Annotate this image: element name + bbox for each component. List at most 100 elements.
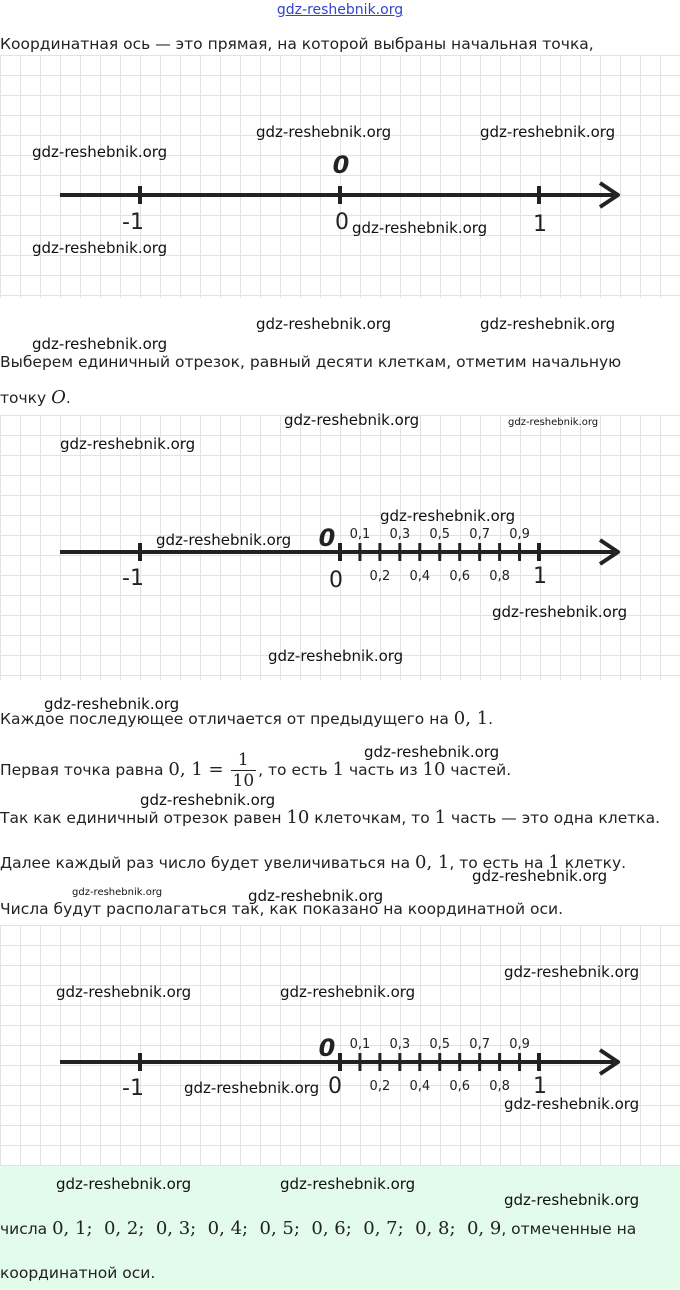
watermark: gdz-reshebnik.org bbox=[504, 1191, 640, 1209]
first-pre: Первая точка равна bbox=[0, 761, 164, 779]
further-mid: , то есть на bbox=[449, 854, 544, 872]
each-text: Каждое последующее отличается от предыду… bbox=[0, 708, 493, 730]
watermark: gdz-reshebnik.org bbox=[472, 867, 608, 885]
first-ten: 10 bbox=[422, 759, 446, 780]
watermark: gdz-reshebnik.org bbox=[32, 143, 168, 161]
axis-1-zero-label: 0 bbox=[335, 210, 349, 235]
axis-2-tenth-label: 0,7 bbox=[469, 527, 490, 542]
first-value: 0, 1 = bbox=[168, 759, 224, 780]
axis-3-tenth-label: 0,1 bbox=[350, 1037, 371, 1052]
axis-3-arrow bbox=[598, 1048, 620, 1076]
watermark: gdz-reshebnik.org bbox=[268, 647, 404, 665]
numbers-text: Числа будут располагаться так, как показ… bbox=[0, 900, 564, 918]
since-one: 1 bbox=[434, 807, 447, 828]
watermark: gdz-reshebnik.org bbox=[32, 239, 168, 257]
each-value: 0, 1 bbox=[453, 708, 489, 729]
axis-1-one-label: 1 bbox=[533, 212, 547, 237]
axis-3-tenth-label: 0,5 bbox=[429, 1037, 450, 1052]
watermark: gdz-reshebnik.org bbox=[480, 315, 616, 333]
watermark: gdz-reshebnik.org bbox=[364, 743, 500, 761]
watermark: gdz-reshebnik.org bbox=[492, 603, 628, 621]
origin-variable: O bbox=[51, 387, 66, 408]
axis-diagram-3: 0 -1 0 1 0,1 0,2 0,3 0,4 0,5 0,6 0,7 0,8 0,9 bbox=[0, 925, 680, 1166]
axis-2-one-label: 1 bbox=[533, 564, 547, 589]
axis-2-origin-label: 0 bbox=[319, 524, 336, 552]
axis-1-svg: 0 -1 0 1 bbox=[60, 151, 620, 237]
axis-3-origin-label: 0 bbox=[319, 1034, 336, 1062]
axis-3-tenth-label: 0,4 bbox=[409, 1079, 430, 1094]
watermark: gdz-reshebnik.org bbox=[256, 123, 392, 141]
answer-line1: числа 0, 1; 0, 2; 0, 3; 0, 4; 0, 5; 0, 6… bbox=[0, 1218, 636, 1240]
axis-3-tenth-label: 0,2 bbox=[370, 1079, 391, 1094]
watermark: gdz-reshebnik.org bbox=[72, 887, 163, 898]
each-pre: Каждое последующее отличается от предыду… bbox=[0, 710, 449, 728]
site-header-link[interactable]: gdz-reshebnik.org bbox=[276, 2, 404, 18]
axis-2-tenth-label: 0,8 bbox=[489, 569, 510, 584]
axis-2-svg: 0 -1 0 1 0,1 0,2 0,3 0,4 0,5 0,6 0,7 0,8 0,9 bbox=[60, 524, 620, 593]
answer-post: , отмеченные на bbox=[501, 1220, 637, 1238]
choose-text-pre: точку bbox=[0, 389, 47, 407]
since-post: часть — это одна клетка. bbox=[451, 809, 661, 827]
axis-2-arrow bbox=[598, 538, 620, 566]
axis-3-tenth-label: 0,8 bbox=[489, 1079, 510, 1094]
axis-2-tenth-label: 0,4 bbox=[409, 569, 430, 584]
watermark: gdz-reshebnik.org bbox=[280, 983, 416, 1001]
axis-2-tenth-label: 0,9 bbox=[509, 527, 530, 542]
further-one: 1 bbox=[548, 852, 560, 873]
axis-3-zero-label: 0 bbox=[328, 1074, 342, 1099]
watermark: gdz-reshebnik.org bbox=[140, 791, 276, 809]
choose-text-line1: Выберем единичный отрезок, равный десяти… bbox=[0, 353, 622, 371]
since-text: Так как единичный отрезок равен 10 клето… bbox=[0, 807, 660, 829]
axis-3-one-label: 1 bbox=[533, 1074, 547, 1099]
axis-3-tenth-label: 0,9 bbox=[509, 1037, 530, 1052]
axis-2-tenth-label: 0,5 bbox=[429, 527, 450, 542]
watermark: gdz-reshebnik.org bbox=[156, 531, 292, 549]
fraction-denominator: 10 bbox=[232, 771, 255, 791]
watermark: gdz-reshebnik.org bbox=[248, 887, 384, 905]
watermark: gdz-reshebnik.org bbox=[280, 1175, 416, 1193]
watermark: gdz-reshebnik.org bbox=[284, 411, 420, 429]
intro-text: Координатная ось — это прямая, на которо… bbox=[0, 35, 594, 53]
watermark: gdz-reshebnik.org bbox=[380, 507, 516, 525]
watermark: gdz-reshebnik.org bbox=[32, 335, 168, 353]
axis-diagram-2: 0 -1 0 1 0,1 0,2 0,3 0,4 0,5 0,6 0,7 0,8 0,9 bbox=[0, 415, 680, 680]
axis-3-tenth-label: 0,7 bbox=[469, 1037, 490, 1052]
axis-2-zero-label: 0 bbox=[329, 568, 343, 593]
watermark: gdz-reshebnik.org bbox=[352, 219, 488, 237]
further-text: Далее каждый раз число будет увеличивать… bbox=[0, 852, 626, 874]
first-mid: , то есть bbox=[258, 761, 328, 779]
choose-text-line2: точку O. bbox=[0, 387, 71, 409]
axis-diagram-1: 0 -1 0 1 bbox=[0, 55, 680, 298]
since-value: 10 bbox=[286, 807, 310, 828]
watermark: gdz-reshebnik.org bbox=[504, 1095, 640, 1113]
choose-text-post: . bbox=[65, 389, 71, 407]
axis-1-arrow bbox=[598, 181, 620, 209]
axis-2-tenth-label: 0,2 bbox=[370, 569, 391, 584]
watermark: gdz-reshebnik.org bbox=[256, 315, 392, 333]
axis-3-minus-one-label: -1 bbox=[122, 1076, 144, 1101]
fraction-numerator: 1 bbox=[230, 750, 257, 771]
watermark: gdz-reshebnik.org bbox=[508, 417, 599, 428]
watermark: gdz-reshebnik.org bbox=[480, 123, 616, 141]
further-post: клетку. bbox=[564, 854, 627, 872]
watermark: gdz-reshebnik.org bbox=[504, 963, 640, 981]
axis-2-tenth-label: 0,6 bbox=[449, 569, 470, 584]
first-mid2: часть из bbox=[349, 761, 418, 779]
further-value: 0, 1 bbox=[415, 852, 450, 873]
answer-pre: числа bbox=[0, 1220, 48, 1238]
watermark: gdz-reshebnik.org bbox=[60, 435, 196, 453]
fraction-one-tenth: 1 10 bbox=[230, 750, 257, 791]
axis-2-minus-one-label: -1 bbox=[122, 566, 144, 591]
first-post: частей. bbox=[450, 761, 512, 779]
watermark: gdz-reshebnik.org bbox=[44, 695, 180, 713]
each-post: . bbox=[488, 710, 494, 728]
axis-2-tenth-label: 0,1 bbox=[350, 527, 371, 542]
watermark: gdz-reshebnik.org bbox=[56, 1175, 192, 1193]
axis-2-tenth-label: 0,3 bbox=[390, 527, 411, 542]
answer-line2: координатной оси. bbox=[0, 1264, 156, 1282]
answer-block: числа 0, 1; 0, 2; 0, 3; 0, 4; 0, 5; 0, 6… bbox=[0, 1166, 680, 1290]
axis-3-tenth-label: 0,3 bbox=[390, 1037, 411, 1052]
first-one: 1 bbox=[332, 759, 345, 780]
axis-3-tenth-label: 0,6 bbox=[449, 1079, 470, 1094]
further-pre: Далее каждый раз число будет увеличивать… bbox=[0, 854, 411, 872]
